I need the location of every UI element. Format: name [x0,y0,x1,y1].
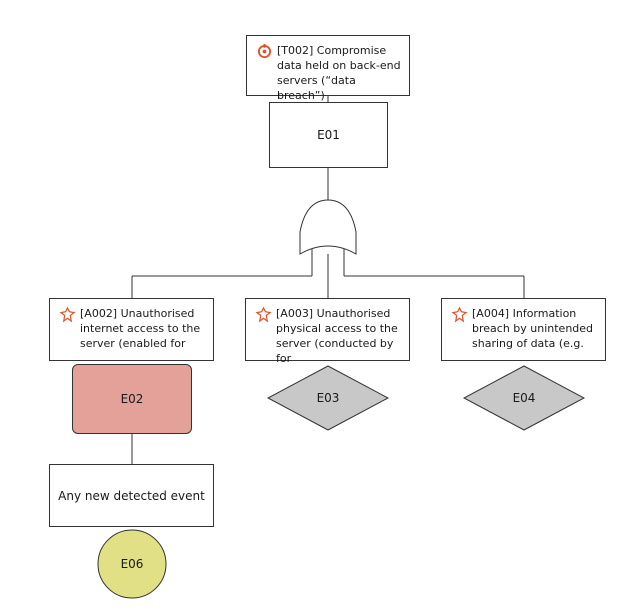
attack-a003-text: [A003] Unauthorised physical access to t… [276,307,398,365]
event-e03-label: E03 [316,391,340,405]
event-e02-label: E02 [120,392,144,406]
attack-a004-box[interactable]: [A004] Information breach by unintended … [441,298,606,361]
attack-a004-text: [A004] Information breach by unintended … [472,307,594,350]
e04-diamond[interactable] [462,365,586,431]
attack-icon [59,306,76,323]
e03-diamond[interactable] [266,365,390,431]
connector-lines [131,96,525,464]
attack-icon [255,306,272,323]
e06-circle[interactable] [97,529,167,599]
new-event-label: Any new detected event [58,488,205,503]
attack-a002-box[interactable]: [A002] Unauthorised internet access to t… [49,298,214,361]
attack-a003-box[interactable]: [A003] Unauthorised physical access to t… [245,298,410,365]
event-e04-label: E04 [512,391,536,405]
threat-label-box[interactable]: [T002] Compromise data held on back-end … [246,35,410,102]
event-e01[interactable]: E01 [269,102,388,168]
or-gate-icon[interactable] [299,199,357,255]
threat-label-text: [T002] Compromise data held on back-end … [277,44,401,102]
new-event-box[interactable]: Any new detected event [49,464,214,527]
attack-a002-text: [A002] Unauthorised internet access to t… [80,307,201,350]
attack-icon [451,306,468,323]
event-e06-label: E06 [120,557,144,571]
threat-icon [257,44,272,59]
event-e02[interactable]: E02 [72,364,192,434]
event-e01-label: E01 [317,128,340,142]
